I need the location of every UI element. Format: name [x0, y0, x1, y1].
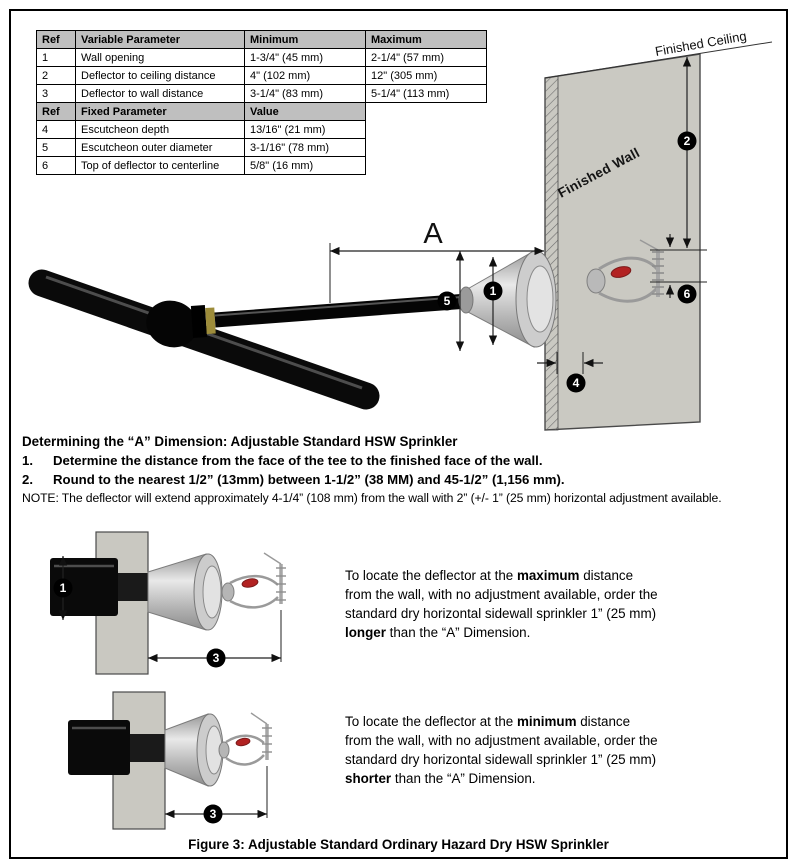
finished-ceiling-label: Finished Ceiling	[654, 28, 748, 59]
note-line: To locate the deflector at the minimum d…	[345, 714, 631, 729]
step-number: 2.	[22, 472, 33, 487]
table-row: 6 Top of deflector to centerline 5/8" (1…	[36, 156, 366, 175]
tee-fitting	[146, 300, 198, 348]
callout-4: 4	[566, 373, 586, 393]
col-header-fixed-parameter: Fixed Parameter	[75, 102, 245, 121]
dimension-1: 1	[483, 257, 503, 345]
pipe-stub	[68, 720, 166, 775]
instructions-heading: Determining the “A” Dimension: Adjustabl…	[22, 434, 458, 449]
instruction-step-1: 1. Determine the distance from the face …	[22, 453, 786, 468]
thermal-bulb	[235, 737, 251, 747]
note-line: shorter than the “A” Dimension.	[345, 771, 536, 786]
note-line: To locate the deflector at the maximum d…	[345, 568, 634, 583]
svg-text:2: 2	[684, 134, 691, 148]
note-line: longer than the “A” Dimension.	[345, 625, 531, 640]
min-distance-note: To locate the deflector at the minimum d…	[345, 712, 797, 788]
variable-parameter-table: Ref Variable Parameter Minimum Maximum 1…	[36, 30, 487, 103]
col-header-ref: Ref	[36, 102, 76, 121]
dimension-4: 4	[537, 352, 603, 393]
dimension-3: 3	[165, 766, 268, 824]
callout-5: 5	[437, 291, 457, 311]
callout-6: 6	[677, 284, 697, 304]
table-row: 3 Deflector to wall distance 3-1/4" (83 …	[36, 84, 487, 103]
svg-text:3: 3	[210, 807, 217, 821]
svg-text:6: 6	[684, 287, 691, 301]
dimension-5: 5	[437, 251, 465, 351]
instructions-block: Determining the “A” Dimension: Adjustabl…	[22, 434, 786, 505]
dimension-6: 6	[650, 234, 707, 304]
col-header-maximum: Maximum	[365, 30, 487, 49]
escutcheon	[147, 553, 223, 631]
col-header-ref: Ref	[36, 30, 76, 49]
callout-2: 2	[677, 131, 697, 151]
col-header-variable-parameter: Variable Parameter	[75, 30, 245, 49]
dimension-a-label: A	[423, 218, 443, 250]
table-row: 4 Escutcheon depth 13/16" (21 mm)	[36, 120, 366, 139]
instruction-step-2: 2. Round to the nearest 1/2” (13mm) betw…	[22, 472, 786, 487]
deflector	[263, 552, 286, 604]
deflector	[639, 239, 664, 297]
callout-1: 1	[483, 281, 503, 301]
min-distance-diagram: 3	[68, 691, 272, 830]
main-diagram: Finished Ceiling Finished Wall	[28, 28, 773, 431]
callout-3: 3	[206, 648, 226, 668]
variable-header-row: Ref Variable Parameter Minimum Maximum	[36, 30, 487, 49]
table-row: 5 Escutcheon outer diameter 3-1/16" (78 …	[36, 138, 366, 157]
fixed-parameter-table: Ref Fixed Parameter Value 4 Escutcheon d…	[36, 102, 366, 175]
figure-caption: Figure 3: Adjustable Standard Ordinary H…	[188, 837, 609, 852]
svg-text:5: 5	[444, 294, 451, 308]
step-text: Determine the distance from the face of …	[53, 453, 543, 468]
spec-tables: Ref Variable Parameter Minimum Maximum 1…	[36, 30, 487, 175]
dimension-2: 2	[650, 56, 707, 251]
callout-1: 1	[53, 578, 73, 598]
col-header-value: Value	[244, 102, 366, 121]
finished-wall	[544, 41, 773, 431]
note-line: from the wall, with no adjustment availa…	[345, 733, 658, 748]
step-text: Round to the nearest 1/2” (13mm) between…	[53, 472, 565, 487]
brass-coupling	[205, 307, 216, 334]
max-distance-note: To locate the deflector at the maximum d…	[345, 566, 797, 642]
dimension-1: 1	[53, 556, 73, 620]
svg-text:4: 4	[573, 376, 580, 390]
page-border	[9, 9, 788, 859]
col-header-minimum: Minimum	[244, 30, 366, 49]
frame-arm-bottom	[598, 286, 659, 303]
max-distance-diagram: 1 3	[50, 531, 286, 675]
supply-pipe	[28, 269, 469, 410]
instructions-note: NOTE: The deflector will extend approxim…	[22, 491, 722, 505]
callout-3: 3	[203, 804, 223, 824]
escutcheon	[164, 713, 224, 787]
sprinkler-head	[221, 552, 286, 609]
thermal-bulb	[610, 266, 632, 278]
escutcheon	[458, 250, 557, 348]
note-line: standard dry horizontal sidewall sprinkl…	[345, 606, 657, 621]
note-line: standard dry horizontal sidewall sprinkl…	[345, 752, 657, 767]
table-row: 1 Wall opening 1-3/4" (45 mm) 2-1/4" (57…	[36, 48, 487, 67]
fixed-header-row: Ref Fixed Parameter Value	[36, 102, 366, 121]
dimension-a: A	[329, 218, 544, 303]
svg-text:1: 1	[490, 284, 497, 298]
sprinkler-head	[218, 712, 272, 766]
note-line: from the wall, with no adjustment availa…	[345, 587, 658, 602]
sprinkler-head	[586, 239, 664, 303]
dry-barrel	[214, 293, 469, 328]
step-number: 1.	[22, 453, 33, 468]
dimension-3: 3	[148, 610, 282, 668]
svg-text:1: 1	[60, 581, 67, 595]
svg-text:3: 3	[213, 651, 220, 665]
table-row: 2 Deflector to ceiling distance 4" (102 …	[36, 66, 487, 85]
thermal-bulb	[241, 578, 259, 588]
deflector	[250, 712, 272, 760]
ceiling-line	[544, 41, 773, 79]
